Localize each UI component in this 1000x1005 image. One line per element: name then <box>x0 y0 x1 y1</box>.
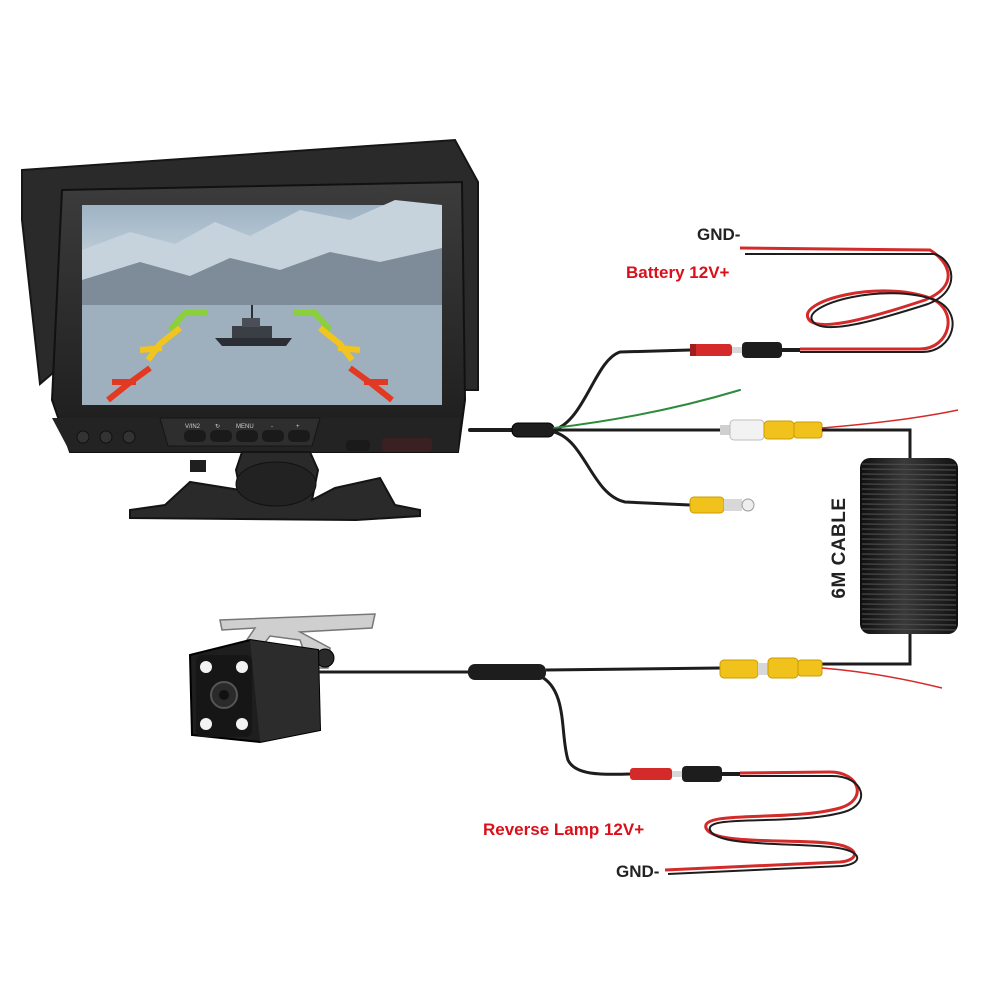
plus-button-label: + <box>296 424 300 430</box>
power-button[interactable] <box>346 440 370 451</box>
minus-button-label: - <box>271 424 273 430</box>
camera-harness <box>318 664 721 776</box>
ir-sensor <box>382 438 432 452</box>
camera-led-4 <box>236 718 248 730</box>
cable-length-label: 6M CABLE <box>826 496 854 599</box>
minus-button[interactable] <box>262 430 284 442</box>
coil-ring <box>861 618 957 621</box>
coil-ring <box>861 553 957 556</box>
power-connector-top <box>690 342 800 358</box>
coil-ring <box>861 463 957 466</box>
coil-ring <box>861 593 957 596</box>
coil-ring <box>861 483 957 486</box>
parking-guide-lines <box>106 310 394 403</box>
coil-ring <box>861 598 957 601</box>
coil-ring <box>861 628 957 631</box>
ship-image <box>215 305 292 346</box>
monitor-harness <box>468 348 741 507</box>
coil-ring <box>861 588 957 591</box>
monitor: V/IN2 ↻ MENU - + <box>21 138 479 522</box>
coil-ring <box>861 608 957 611</box>
coil-ring <box>861 558 957 561</box>
cable-coil <box>822 458 958 666</box>
mode-button-label: ↻ <box>215 424 220 430</box>
av-connectors-camera <box>719 657 943 689</box>
monitor-buttons: V/IN2 ↻ MENU - + <box>184 424 432 452</box>
coil-ring <box>861 568 957 571</box>
vin-button-label: V/IN2 <box>185 424 201 430</box>
power-wire-top <box>739 246 954 353</box>
coil-ring <box>861 528 957 531</box>
coil-ring <box>861 538 957 541</box>
coil-ring <box>861 533 957 536</box>
coil-ring <box>861 478 957 481</box>
coil-ring <box>861 543 957 546</box>
vin-button[interactable] <box>184 430 206 442</box>
av-connectors-mid <box>720 409 959 460</box>
power-connector-bottom <box>630 766 740 782</box>
coil-ring <box>861 493 957 496</box>
rca-connector-monitor <box>689 496 755 514</box>
coil-ring <box>861 583 957 586</box>
camera-led-2 <box>236 661 248 673</box>
camera-led-1 <box>200 661 212 673</box>
coil-ring <box>861 513 957 516</box>
coil-ring <box>861 613 957 616</box>
coil-ring <box>861 548 957 551</box>
camera-led-3 <box>200 718 212 730</box>
monitor-screen <box>82 200 442 405</box>
cable-length-text: 6M CABLE <box>829 496 850 599</box>
coil-ring <box>861 488 957 491</box>
coil-ring <box>861 623 957 626</box>
power-wire-bottom <box>664 770 863 875</box>
coil-ring <box>861 523 957 526</box>
reverse-lamp-label: Reverse Lamp 12V+ <box>483 820 645 839</box>
coil-ring <box>861 473 957 476</box>
coil-ring <box>861 503 957 506</box>
reverse-camera <box>188 613 376 744</box>
coil-ring <box>861 563 957 566</box>
plus-button[interactable] <box>288 430 310 442</box>
coil-ring <box>861 573 957 576</box>
menu-button[interactable] <box>236 430 258 442</box>
coil-ring <box>861 518 957 521</box>
mode-button[interactable] <box>210 430 232 442</box>
coil-ring <box>861 603 957 606</box>
coil-ring <box>861 508 957 511</box>
battery-label: Battery 12V+ <box>626 263 730 282</box>
coil-ring <box>861 498 957 501</box>
gnd-label-bottom: GND- <box>616 862 660 881</box>
coil-ring <box>861 468 957 471</box>
coil-ring <box>861 578 957 581</box>
menu-button-label: MENU <box>236 424 254 430</box>
gnd-label-top: GND- <box>697 225 741 244</box>
